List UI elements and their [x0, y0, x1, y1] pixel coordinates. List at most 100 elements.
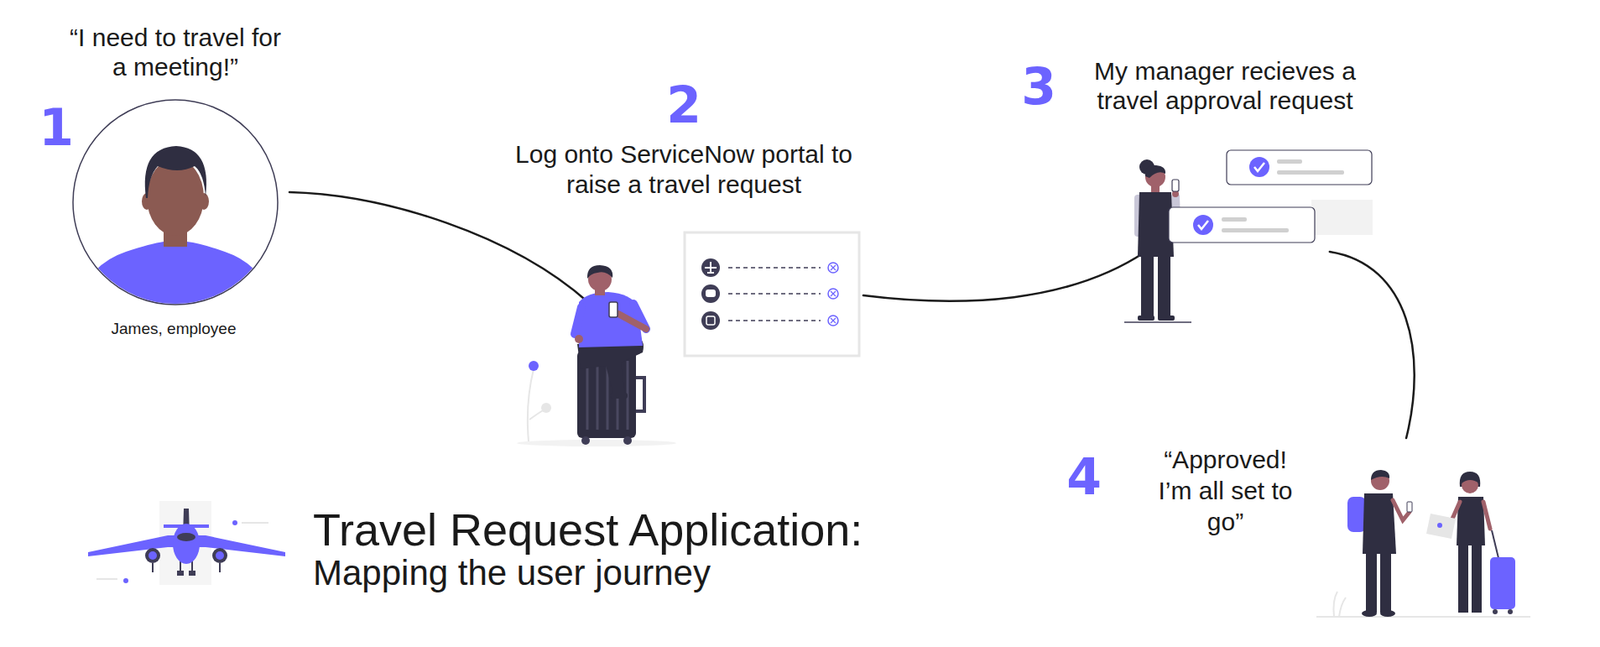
- travelers-figure-part: [1316, 615, 1531, 618]
- step-caption-slot: My manager recieves a travel approval re…: [1078, 56, 1372, 115]
- approval-cards-part: [1311, 199, 1373, 235]
- callout-number-slot: 1: [37, 98, 75, 157]
- diagram-subtitle-slot: Mapping the user journey: [312, 553, 1069, 593]
- sitting-traveler-part: [587, 265, 613, 279]
- sitting-traveler-part: [574, 307, 582, 334]
- approval-cards: [1168, 150, 1373, 243]
- step-caption-slot: Log onto ServiceNow portal to raise a tr…: [507, 139, 860, 200]
- request-form-card: [684, 232, 860, 356]
- travelers-figure-part: [1492, 609, 1498, 615]
- manager-figure-part: [1141, 251, 1154, 318]
- request-form-card-part: [728, 267, 821, 321]
- quote-text: “Approved! I’m all set to go”: [1146, 443, 1305, 537]
- journey-connector: [863, 251, 1146, 302]
- airplane-icon-part: [188, 570, 196, 576]
- avatar-person: [71, 145, 280, 336]
- travelers-figure-part: [1426, 513, 1456, 539]
- travelers-figure-part: [1370, 469, 1390, 480]
- request-form-card-part: [701, 258, 720, 277]
- approval-cards-part: [1198, 220, 1209, 230]
- manager-figure-part: [1172, 179, 1179, 192]
- travelers-figure-part: [1361, 609, 1377, 617]
- sitting-traveler-part: [610, 392, 628, 399]
- approval-cards-part: [1226, 150, 1372, 185]
- sitting-traveler-part: [541, 402, 552, 413]
- request-form-card-part: [701, 284, 720, 303]
- airplane-icon-part: [145, 547, 161, 563]
- airplane-icon-part: [177, 570, 184, 576]
- manager-figure-part: [1124, 321, 1192, 324]
- diagram-title: Travel Request Application:: [312, 503, 863, 556]
- sitting-traveler-part: [516, 439, 677, 447]
- step-caption: Log onto ServiceNow portal to raise a tr…: [507, 139, 860, 200]
- sitting-traveler-part: [529, 409, 545, 420]
- airplane-icon-part: [148, 551, 157, 560]
- sitting-traveler-part: [623, 436, 632, 445]
- travelers-figure-part: [1362, 493, 1397, 554]
- request-form-card-part: [830, 265, 836, 324]
- journey-connector: [289, 192, 589, 303]
- request-form-card-part: [701, 311, 720, 330]
- manager-figure-part: [1157, 315, 1175, 321]
- travelers-figure-part: [1471, 543, 1482, 613]
- airplane-icon-part: [232, 520, 238, 526]
- quote-text-slot: “I need to travel for a meeting!”: [64, 22, 287, 82]
- airplane-icon-part: [123, 578, 129, 584]
- persona-name: James, employee: [111, 319, 237, 339]
- callout-number: 1: [38, 98, 74, 157]
- persona-name-slot: James, employee: [89, 319, 258, 339]
- sitting-traveler-part: [528, 360, 539, 371]
- sitting-traveler-part: [618, 313, 647, 329]
- callout-number-slot: 3: [1013, 57, 1064, 116]
- approval-step: My manager recieves a travel approval re…: [1016, 50, 1397, 252]
- approval-cards-part: [1276, 170, 1345, 175]
- sitting-traveler: [516, 265, 677, 447]
- request-form-card-part: [706, 316, 715, 325]
- travelers-figure-part: [1437, 522, 1443, 528]
- request-form-card-part: [705, 289, 716, 298]
- sitting-traveler-part: [581, 436, 590, 445]
- approval-cards-part: [1249, 156, 1270, 178]
- callout-number-slot: 4: [1058, 447, 1110, 506]
- airplane-icon-part: [172, 523, 200, 564]
- travelers-figure-part: [1380, 609, 1396, 617]
- sitting-traveler-part: [574, 334, 584, 344]
- travelers-figure-part: [1483, 501, 1491, 529]
- manager-figure-part: [1157, 251, 1171, 318]
- diagram-title-slot: Travel Request Application:: [312, 503, 1069, 556]
- callout-number: 4: [1066, 447, 1102, 506]
- avatar-circle: [71, 99, 280, 336]
- airplane-icon-part: [215, 551, 225, 560]
- approval-cards-part: [1221, 217, 1247, 222]
- airplane-icon-part: [177, 532, 196, 542]
- approval-cards-part: [1168, 207, 1315, 243]
- sitting-traveler-part: [527, 369, 534, 442]
- diagram-subtitle: Mapping the user journey: [312, 553, 711, 593]
- manager-figure-part: [1145, 165, 1166, 178]
- travelers-figure-part: [1458, 543, 1469, 613]
- sitting-traveler-part: [635, 377, 645, 412]
- approval-cards-part: [1193, 214, 1214, 235]
- avatar-person-part: [145, 145, 207, 199]
- sitting-traveler-part: [609, 302, 618, 318]
- callout-number: 3: [1021, 57, 1057, 116]
- travelers-figure-part: [1334, 591, 1347, 617]
- travelers-figure-part: [1490, 557, 1516, 610]
- request-form-card-part: [704, 261, 717, 274]
- quote-text-slot: “Approved! I’m all set to go”: [1146, 443, 1305, 537]
- callout-number: 2: [666, 75, 702, 135]
- approval-cards-part: [1221, 228, 1289, 233]
- travelers-figure-part: [1407, 501, 1413, 512]
- approved-step: “Approved! I’m all set to go”: [1058, 437, 1536, 627]
- manager-figure-part: [1137, 315, 1155, 321]
- airplane-icon: [88, 500, 286, 585]
- airplane-icon-part: [212, 547, 228, 563]
- quote-text: “I need to travel for a meeting!”: [64, 22, 287, 82]
- travelers-figure-part: [1507, 609, 1513, 615]
- request-form-card-part: [684, 232, 860, 356]
- travelers-figure-part: [1491, 530, 1499, 558]
- journey-connector: [1329, 251, 1415, 438]
- travelers-figure: [1316, 469, 1531, 617]
- persona-step: “I need to travel for a meeting!” James, …: [33, 16, 290, 344]
